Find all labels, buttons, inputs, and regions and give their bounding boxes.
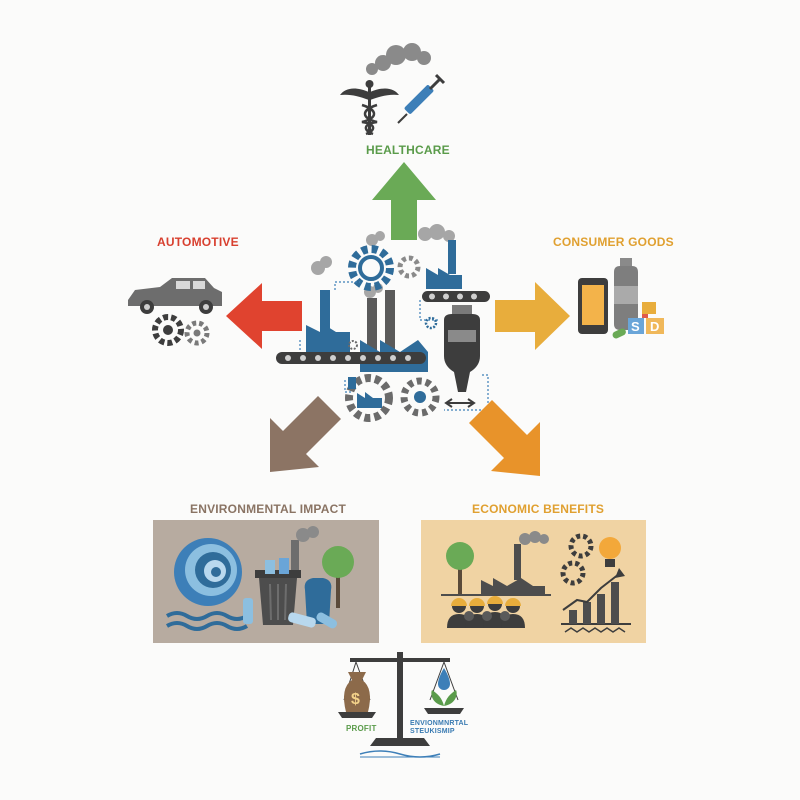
environmental-impact-panel xyxy=(153,520,379,643)
svg-text:S: S xyxy=(631,319,640,334)
small-gear-icon xyxy=(397,255,421,279)
environmental-scene xyxy=(165,526,354,631)
wave-icon xyxy=(165,538,249,631)
svg-text:$: $ xyxy=(351,691,360,708)
profit-label: PROFIT xyxy=(346,724,377,733)
plastic-bag-icon xyxy=(304,578,332,624)
water-drop-icon xyxy=(431,668,457,706)
arrow-right-consumer xyxy=(495,282,570,350)
double-arrow-icon xyxy=(444,398,476,408)
gears-icon xyxy=(152,314,210,346)
environmental-stewardship-label: ENVIONMNRTAL STEUKISMIP xyxy=(410,720,469,735)
gears-icon xyxy=(560,533,594,586)
smoke-cloud-icon xyxy=(366,43,431,75)
factory-cluster xyxy=(276,224,490,422)
arrow-up-healthcare xyxy=(372,162,436,240)
factory-icon xyxy=(306,290,350,355)
economic-benefits-label: ECONOMIC BENEFITS xyxy=(472,502,605,516)
factory-icon xyxy=(426,240,462,289)
arrow-down-left-environmental xyxy=(270,396,341,472)
large-gear-icon xyxy=(348,245,394,291)
factory-icon xyxy=(291,526,319,576)
arrow-down-right-economic xyxy=(469,400,540,476)
conveyor-icon xyxy=(422,291,490,302)
toy-blocks-icon: S D xyxy=(628,302,664,334)
lightbulb-icon xyxy=(599,537,621,567)
balance-scale-icon xyxy=(338,652,464,758)
bottle-machine-icon xyxy=(444,305,480,392)
syringe-icon xyxy=(397,73,446,124)
bottle-icon xyxy=(614,258,638,330)
svg-text:D: D xyxy=(650,319,659,334)
money-bag-icon: $ xyxy=(344,672,370,712)
factory-icon xyxy=(481,531,549,594)
tree-icon xyxy=(322,546,354,608)
caduceus-icon xyxy=(340,80,399,136)
economic-scene xyxy=(441,531,631,633)
healthcare-label: HEALTHCARE xyxy=(366,143,450,157)
pill-icon xyxy=(612,328,626,339)
bar-chart-icon xyxy=(561,568,631,633)
gears-icon xyxy=(345,374,440,422)
trash-can-icon xyxy=(255,558,301,625)
conveyor-icon xyxy=(276,352,426,364)
consumer-goods-label: CONSUMER GOODS xyxy=(553,235,674,249)
car-icon xyxy=(128,278,222,314)
plastic-bottle-icon xyxy=(243,598,338,629)
tree-icon xyxy=(446,542,474,594)
smartphone-icon xyxy=(578,278,608,334)
economic-benefits-panel xyxy=(421,520,646,643)
arrow-left-automotive xyxy=(226,283,302,349)
environmental-impact-label: ENVIRONMENTAL IMPACT xyxy=(190,502,346,516)
worker-group-icon xyxy=(447,596,525,628)
automotive-label: AUTOMOTIVE xyxy=(157,235,239,249)
